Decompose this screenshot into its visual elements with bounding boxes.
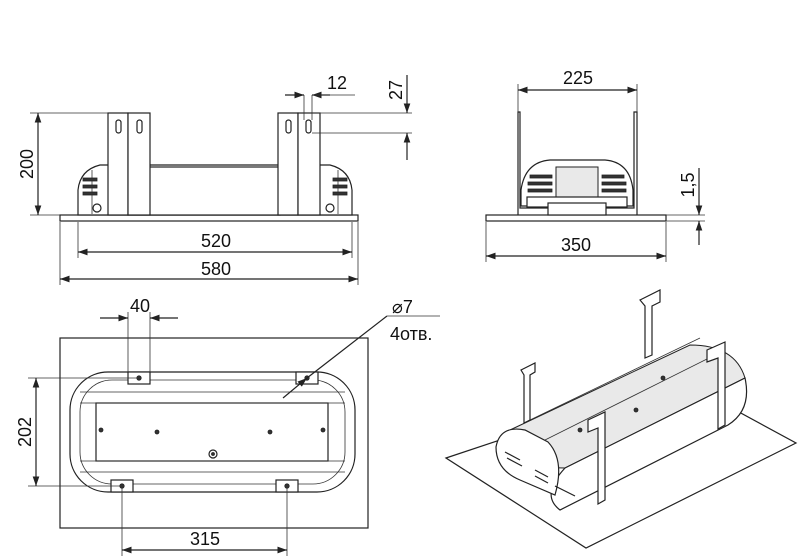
dim-side-bracket-width: 225 [517, 68, 638, 112]
dim-side-bracket-width-label: 225 [563, 68, 593, 88]
iso-bracket-front-right [706, 341, 726, 431]
front-center-housing [127, 166, 281, 216]
dim-top-depth-label: 202 [15, 417, 35, 447]
hole-callout: ⌀7 4отв. [282, 297, 440, 399]
side-mounting-plate [485, 214, 667, 222]
front-bracket-left [107, 112, 151, 216]
dim-side-plate-thickness: 1,5 [666, 168, 705, 245]
dim-front-hole-offset: 27 [312, 75, 412, 160]
hole-diameter-label: ⌀7 [392, 297, 413, 317]
dim-top-bracket-width: 40 [100, 296, 178, 372]
dim-front-hole-width: 12 [285, 73, 355, 120]
top-view: 40 202 315 ⌀7 4отв. [15, 296, 440, 556]
isometric-view [444, 289, 798, 549]
dim-front-body-length: 520 [77, 222, 353, 258]
iso-bracket-back-left [520, 362, 536, 424]
dim-front-height-label: 200 [17, 149, 37, 179]
front-mounting-plate [59, 214, 359, 222]
dim-side-plate-width-label: 350 [561, 235, 591, 255]
dim-top-bracket-width-label: 40 [130, 296, 150, 316]
dim-front-plate-length-label: 580 [201, 259, 231, 279]
top-mounting-plate [59, 337, 369, 529]
iso-bracket-front-left [587, 411, 606, 506]
dim-front-body-length-label: 520 [201, 231, 231, 251]
front-view: 200 12 27 520 [17, 73, 412, 285]
front-vent-right [325, 177, 348, 213]
dim-front-hole-offset-label: 27 [386, 80, 406, 100]
front-vent-left [82, 177, 102, 213]
dim-top-hole-spacing: 315 [121, 486, 288, 556]
front-bracket-right [277, 112, 321, 216]
dim-front-height: 200 [17, 112, 108, 216]
iso-vent-slots [504, 451, 576, 497]
dim-top-depth: 202 [15, 377, 139, 487]
iso-bracket-back-right [639, 289, 661, 359]
dim-top-hole-spacing-label: 315 [190, 529, 220, 549]
side-vent-slots [527, 166, 627, 198]
dim-front-hole-width-label: 12 [327, 73, 347, 93]
dim-front-plate-length: 580 [59, 222, 359, 285]
hole-count-label: 4отв. [390, 324, 432, 344]
dim-side-plate-thickness-label: 1,5 [678, 172, 698, 197]
side-view: 225 1,5 350 [485, 68, 705, 262]
dim-side-plate-width: 350 [485, 222, 667, 262]
